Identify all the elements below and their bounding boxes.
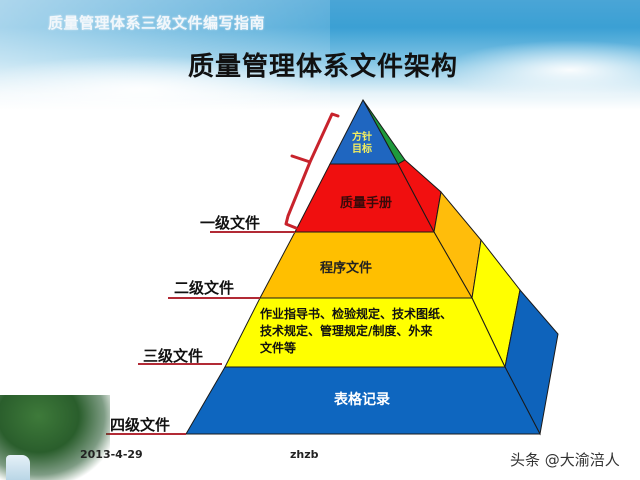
tier-3-label: 程序文件 bbox=[320, 261, 373, 276]
tier-4-label-line3: 文件等 bbox=[260, 341, 297, 355]
tier-1-label: 方针 目标 bbox=[352, 132, 372, 156]
cloud bbox=[440, 40, 640, 100]
tier-5-label: 表格记录 bbox=[334, 392, 390, 408]
tier-2-label: 质量手册 bbox=[340, 196, 393, 211]
tier-4-label-line2: 技术规定、管理规定/制度、外来 bbox=[260, 324, 433, 338]
tier-5-front bbox=[185, 366, 541, 435]
level-4-label: 四级文件 bbox=[110, 416, 171, 434]
bracket bbox=[284, 112, 340, 230]
tier-4-label-line1: 作业指导书、检验规定、技术图纸、 bbox=[260, 307, 453, 321]
cloud bbox=[0, 55, 320, 125]
tier-4-label: 作业指导书、检验规定、技术图纸、 技术规定、管理规定/制度、外来 文件等 bbox=[260, 306, 452, 357]
level-3-label: 三级文件 bbox=[143, 347, 204, 365]
waterfall-water bbox=[6, 455, 30, 480]
watermark: 头条 @大渝涪人 bbox=[510, 451, 620, 469]
tier-1-label-line2: 目标 bbox=[352, 144, 372, 155]
footer-author: zhzb bbox=[290, 448, 319, 461]
level-2-label: 二级文件 bbox=[174, 279, 235, 297]
footer-date: 2013-4-29 bbox=[80, 448, 143, 461]
tier-1-label-line1: 方针 bbox=[352, 132, 372, 143]
level-1-label: 一级文件 bbox=[200, 214, 261, 232]
slide-header-title: 质量管理体系三级文件编写指南 bbox=[48, 14, 266, 32]
slide-main-title: 质量管理体系文件架构 bbox=[188, 52, 459, 82]
